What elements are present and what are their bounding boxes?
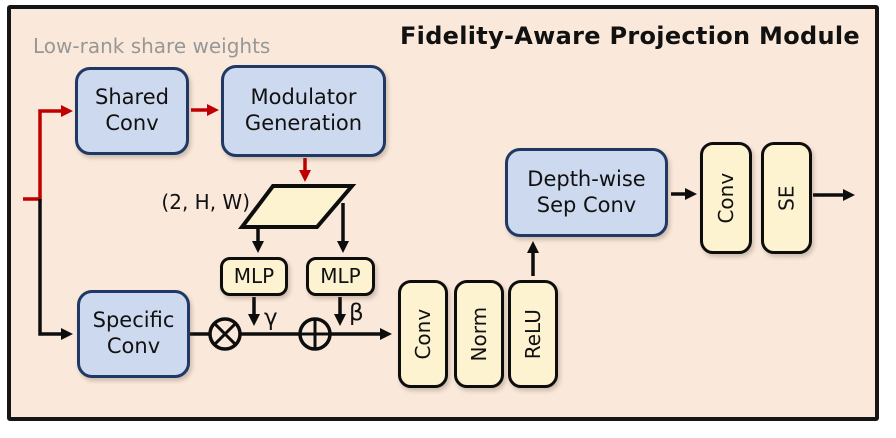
modulator-generation-block: Modulator Generation <box>221 65 386 157</box>
norm-block: Norm <box>454 280 504 388</box>
relu-block-label: ReLU <box>520 308 545 360</box>
tensor-shape-label: (2, H, W) <box>161 190 250 214</box>
conv-block-label: Conv <box>410 308 435 360</box>
beta-symbol: β <box>349 300 364 326</box>
conv-2-block-label: Conv <box>713 172 738 224</box>
relu-block: ReLU <box>508 280 558 388</box>
conv-2-block: Conv <box>700 142 752 254</box>
modulator-tensor-shape <box>237 184 357 229</box>
mlp-beta-block: MLP <box>306 257 375 296</box>
multiply-operator-icon <box>208 317 242 351</box>
add-operator-icon <box>298 317 332 351</box>
input-to-shared-conv-arrow <box>23 105 73 201</box>
gamma-symbol: γ <box>264 305 278 331</box>
norm-block-label: Norm <box>466 306 491 362</box>
se-block: SE <box>761 142 812 254</box>
specific-conv-block: Specific Conv <box>77 290 190 378</box>
low-rank-note: Low-rank share weights <box>33 34 271 58</box>
input-to-specific-conv-arrow <box>38 199 73 340</box>
depthwise-sep-conv-block: Depth-wise Sep Conv <box>505 148 668 237</box>
conv-block: Conv <box>398 280 448 388</box>
se-block-label: SE <box>774 185 799 211</box>
diagram-title: Fidelity-Aware Projection Module <box>399 22 861 50</box>
shared-conv-block: Shared Conv <box>75 67 189 155</box>
mlp-gamma-block: MLP <box>220 257 288 296</box>
